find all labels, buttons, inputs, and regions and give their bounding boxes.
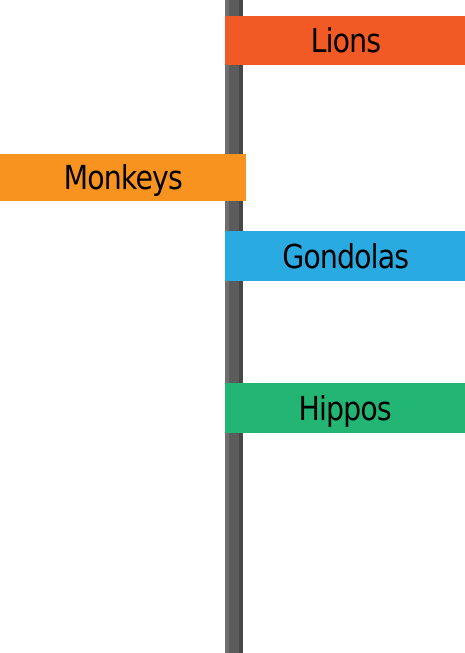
sign-label: Lions xyxy=(310,21,380,60)
sign-label: Gondolas xyxy=(282,236,409,276)
sign-monkeys: Monkeys xyxy=(0,154,246,201)
sign-label: Hippos xyxy=(298,388,392,428)
sign-label: Monkeys xyxy=(63,158,183,197)
signpost-pole xyxy=(225,0,243,653)
sign-hippos: Hippos xyxy=(225,383,465,433)
sign-lions: Lions xyxy=(225,16,465,65)
sign-gondolas: Gondolas xyxy=(225,231,465,281)
